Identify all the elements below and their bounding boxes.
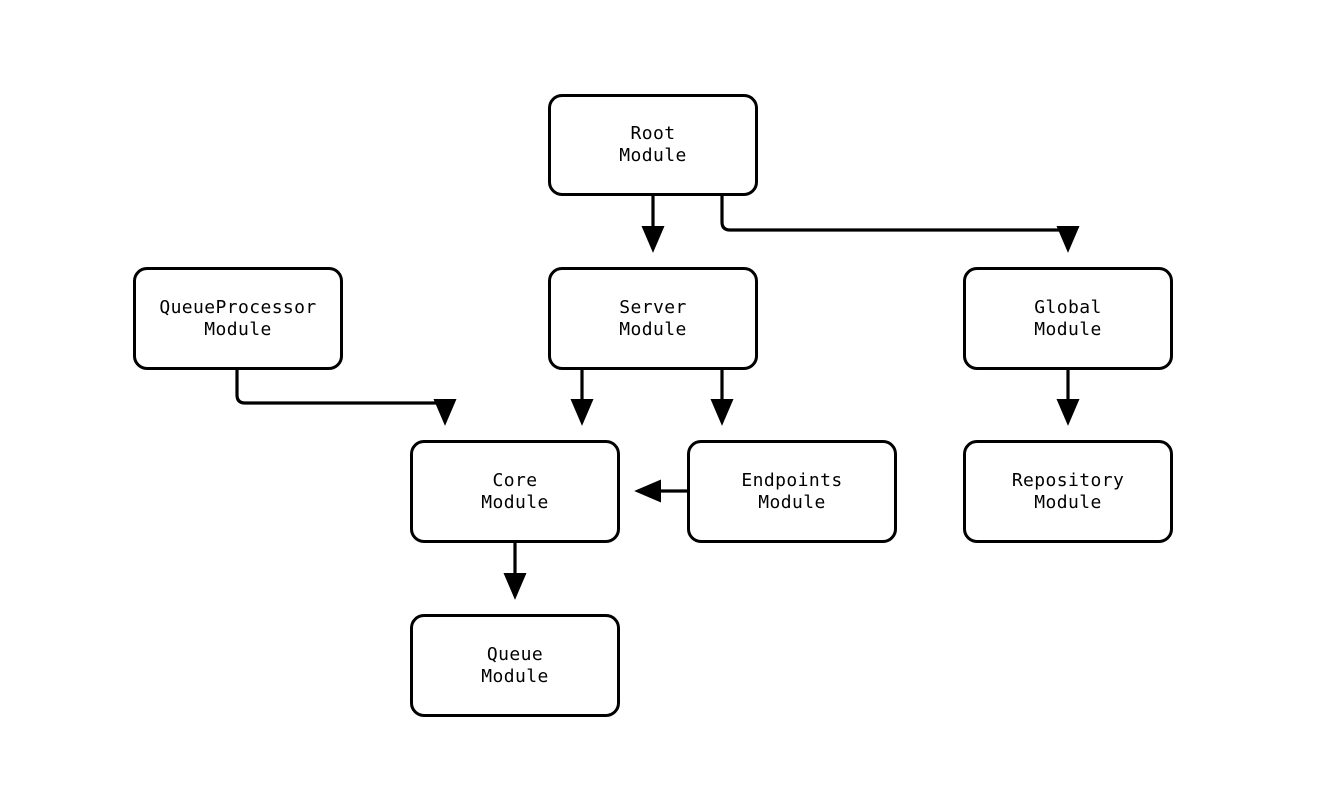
node-root-module-label-line1: Root [630, 123, 676, 144]
node-core-module-label-line1: Core [492, 469, 538, 491]
node-server-module-label-line1: Server [619, 296, 687, 318]
edge-queueprocessor-to-core [235, 370, 457, 426]
node-queue-module-label-line1: Queue [486, 643, 544, 665]
node-core-module[interactable]: Core Module [410, 440, 620, 543]
node-global-module-label-line2: Module [1034, 318, 1102, 340]
node-queueprocessor-module-label-line2: Module [204, 318, 272, 340]
node-server-module[interactable]: Server Module [548, 267, 758, 370]
node-global-module-label-line1: Global [1034, 296, 1102, 318]
node-server-module-label-line2: Module [619, 318, 687, 340]
node-repository-module[interactable]: Repository Module [963, 440, 1173, 543]
node-root-module[interactable]: Root Module [548, 94, 758, 196]
node-repository-module-label-line2: Module [1034, 491, 1102, 513]
node-queue-module[interactable]: Queue Module [410, 614, 620, 717]
node-queue-module-label-line2: Module [481, 665, 549, 687]
node-core-module-label-line2: Module [481, 491, 549, 513]
node-endpoints-module-label-line2: Module [758, 491, 826, 513]
node-endpoints-module-label-line1: Endpoints [741, 469, 843, 491]
node-root-module-label-line2: Module [619, 145, 687, 166]
node-global-module[interactable]: Global Module [963, 267, 1173, 370]
node-queueprocessor-module[interactable]: QueueProcessor Module [133, 267, 343, 370]
edge-root-to-global [720, 196, 1080, 253]
node-endpoints-module[interactable]: Endpoints Module [687, 440, 897, 543]
node-queueprocessor-module-label-line1: QueueProcessor [159, 296, 317, 318]
node-repository-module-label-line1: Repository [1011, 469, 1125, 491]
